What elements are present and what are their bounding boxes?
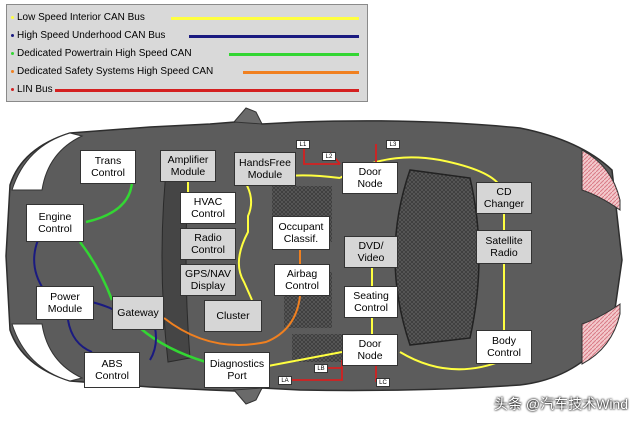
body-control-module: Body Control (476, 330, 532, 364)
legend-item-underhood: High Speed Underhood CAN Bus (11, 29, 365, 43)
lin-tag-l2: L2 (322, 152, 336, 161)
dvd-video-module: DVD/ Video (344, 236, 398, 268)
taillight-right (581, 149, 621, 211)
diagnostics-port: Diagnostics Port (204, 352, 270, 388)
legend-item-safety: Dedicated Safety Systems High Speed CAN (11, 65, 365, 79)
seating-control-module: Seating Control (344, 286, 398, 318)
center-console (292, 334, 348, 362)
underhood-can-bus (33, 239, 157, 361)
cluster-module: Cluster (204, 300, 262, 332)
cd-changer-module: CD Changer (476, 182, 532, 214)
radio-control-module: Radio Control (180, 228, 236, 260)
lin-tag-l3: L3 (386, 140, 400, 149)
hvac-control-module: HVAC Control (180, 192, 236, 224)
engine-control-module: Engine Control (26, 204, 84, 242)
headlight-right (11, 323, 84, 382)
bus-legend: Low Speed Interior CAN Bus High Speed Un… (6, 4, 368, 102)
watermark: 头条 @汽车技术Wind (494, 396, 628, 412)
legend-label: Dedicated Safety Systems High Speed CAN (17, 66, 214, 77)
satellite-radio-module: Satellite Radio (476, 230, 532, 264)
lin-tag-lb: LB (314, 364, 328, 373)
legend-item-interior: Low Speed Interior CAN Bus (11, 11, 365, 25)
abs-control-module: ABS Control (84, 352, 140, 388)
legend-item-lin: LIN Bus (11, 83, 365, 97)
powertrain-can-bus (79, 181, 207, 364)
lin-tag-lc: LC (376, 378, 390, 387)
taillight-left (581, 303, 621, 365)
headlight-left (11, 132, 84, 191)
occupant-classification-module: Occupant Classif. (272, 216, 330, 250)
legend-item-powertrain: Dedicated Powertrain High Speed CAN (11, 47, 365, 61)
rear-window (394, 169, 480, 346)
legend-label: Low Speed Interior CAN Bus (17, 12, 145, 23)
airbag-control-module: Airbag Control (274, 264, 330, 296)
door-node-rear: Door Node (342, 334, 398, 366)
lin-tag-la: LA (278, 376, 292, 385)
trans-control-module: Trans Control (80, 150, 136, 184)
door-node-front: Door Node (342, 162, 398, 194)
gps-nav-display-module: GPS/NAV Display (180, 264, 236, 296)
legend-label: LIN Bus (17, 84, 53, 95)
mirror-top (232, 107, 263, 125)
gateway-module: Gateway (112, 296, 164, 330)
legend-label: Dedicated Powertrain High Speed CAN (17, 48, 192, 59)
legend-label: High Speed Underhood CAN Bus (17, 30, 166, 41)
amplifier-module: Amplifier Module (160, 150, 216, 182)
handsfree-module: HandsFree Module (234, 152, 296, 186)
lin-tag-l1: L1 (296, 140, 310, 149)
power-module: Power Module (36, 286, 94, 320)
mirror-bottom (232, 387, 263, 405)
